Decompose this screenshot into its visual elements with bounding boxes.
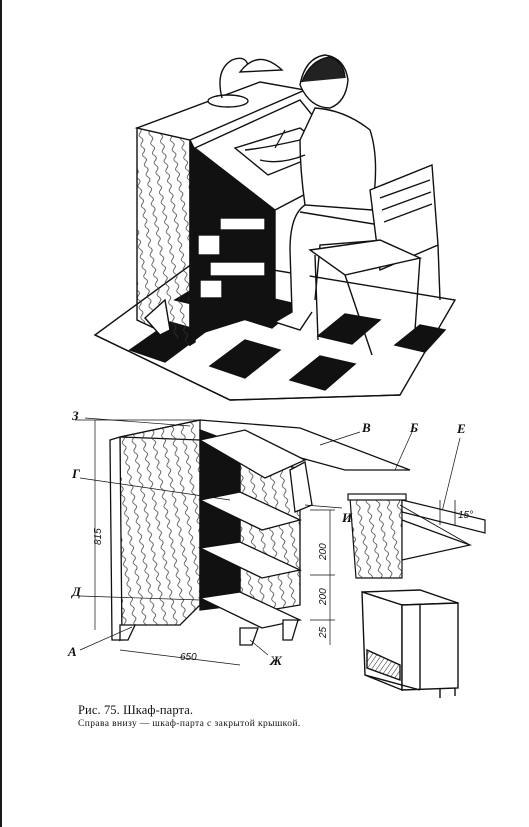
boy-at-desk-drawing	[93, 54, 457, 401]
label-z: З	[71, 408, 79, 423]
dimension-width: 650	[180, 652, 197, 663]
label-v: В	[361, 420, 371, 435]
label-i: И	[341, 510, 353, 525]
cabinet-construction-drawing	[75, 417, 461, 666]
dimension-shelf-2: 200	[318, 588, 329, 606]
figure-caption-subtitle: Справа внизу — шкаф-парта с закрытой кры…	[78, 719, 301, 729]
page-edge-line	[0, 0, 2, 827]
label-b: Б	[409, 420, 418, 435]
chair	[308, 163, 441, 356]
label-zh: Ж	[269, 653, 283, 668]
cabinet-desk	[134, 81, 357, 347]
dimension-angle: 15°	[458, 510, 473, 521]
dimension-shelf-1: 200	[318, 543, 329, 561]
label-d: Д	[71, 584, 82, 599]
desk-lamp	[207, 57, 284, 108]
hinge-detail-drawing	[347, 493, 486, 579]
boy-figure	[244, 54, 386, 331]
figure-caption-title: Рис. 75. Шкаф-парта.	[78, 703, 194, 717]
dimension-height: 815	[93, 528, 104, 545]
label-g: Г	[71, 466, 80, 481]
dimension-base: 25	[318, 626, 329, 639]
closed-cabinet-drawing	[361, 589, 459, 698]
label-e: Е	[456, 421, 466, 436]
label-a: А	[67, 644, 77, 659]
